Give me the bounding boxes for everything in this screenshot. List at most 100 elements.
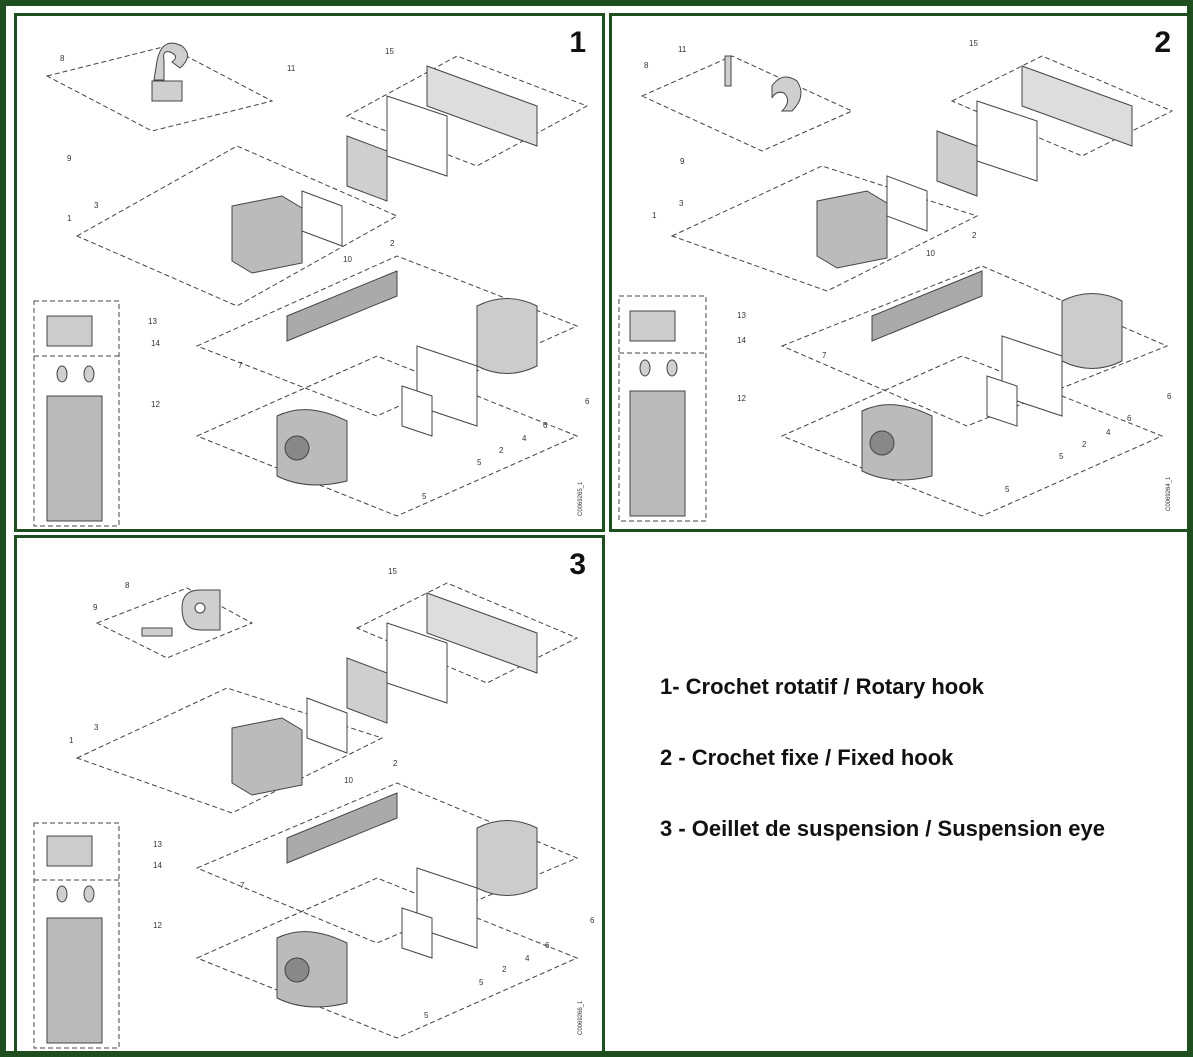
legend: 1- Crochet rotatif / Rotary hook 2 - Cro… — [660, 672, 1180, 885]
callout-14: 14 — [151, 339, 160, 348]
callout-12: 12 — [151, 400, 160, 409]
panel-number: 2 — [1154, 26, 1171, 59]
callout-12: 12 — [737, 394, 746, 403]
column-outline — [33, 822, 120, 1049]
drawing-ref-code: C0069264_1 — [1166, 476, 1172, 511]
hook-group-outline — [45, 45, 274, 132]
callout-9: 9 — [680, 157, 685, 166]
end-cover-part — [476, 820, 538, 896]
callout-7: 7 — [238, 361, 243, 370]
housing-outline — [75, 687, 384, 814]
exploded-view-diagram: 8 9 11 15 1 3 2 10 7 13 14 12 6 6 4 2 5 … — [33, 42, 590, 527]
end-cover-part — [1061, 293, 1123, 369]
diagram-panel-1: 1 — [14, 13, 605, 532]
pin-part — [724, 55, 732, 87]
callout-1: 1 — [652, 211, 657, 220]
callout-4: 4 — [522, 434, 527, 443]
gasket-part — [386, 95, 448, 177]
bracket-part — [936, 130, 978, 197]
rail-part — [286, 270, 398, 342]
rail-part — [871, 270, 983, 342]
drawing-ref-code: C0069266_1 — [578, 1000, 584, 1035]
hook-mount-part — [151, 80, 183, 102]
end-cap-part — [426, 65, 538, 147]
callout-3: 3 — [94, 201, 99, 210]
end-cap-outline — [355, 582, 579, 684]
callout-2: 2 — [390, 239, 395, 248]
motor-cover-part — [276, 409, 348, 486]
callout-13: 13 — [148, 317, 157, 326]
bottom-outline — [780, 355, 1164, 517]
callout-11: 11 — [678, 45, 687, 54]
callout-5b: 5 — [424, 1011, 429, 1020]
panel-number: 1 — [569, 26, 586, 59]
callout-6b: 6 — [1127, 414, 1132, 423]
callout-8: 8 — [125, 581, 130, 590]
legend-item-rotary-hook: 1- Crochet rotatif / Rotary hook — [660, 674, 984, 699]
eye-pin-part — [141, 627, 173, 637]
bracket-part — [346, 135, 388, 202]
column-bracket-part — [46, 315, 93, 347]
callout-15: 15 — [385, 47, 394, 56]
callout-2: 2 — [972, 231, 977, 240]
column-outline — [33, 300, 120, 527]
end-cap-part — [426, 592, 538, 674]
callout-6b: 6 — [543, 421, 548, 430]
rail-part — [286, 792, 398, 864]
legend-item-suspension-eye: 3 - Oeillet de suspension / Suspension e… — [660, 816, 1106, 841]
callout-9: 9 — [93, 603, 98, 612]
housing-outline — [75, 145, 399, 307]
end-cover-part — [476, 298, 538, 374]
callout-5b: 5 — [1005, 485, 1010, 494]
motor-cover-part — [276, 931, 348, 1008]
rail-outline — [195, 255, 579, 417]
callout-6a: 6 — [585, 397, 590, 406]
callout-1: 1 — [69, 736, 74, 745]
end-cap-part — [1021, 65, 1133, 147]
fixed-hook-part — [771, 76, 802, 112]
hook-group-outline — [640, 55, 854, 152]
callout-6a: 6 — [1167, 392, 1172, 401]
drawing-ref-code: C0069265_1 — [578, 481, 584, 516]
eye-group-outline — [95, 587, 254, 659]
callout-13: 13 — [153, 840, 162, 849]
column-part — [629, 390, 686, 517]
rotary-hook-part — [153, 42, 188, 81]
callout-5a: 5 — [477, 458, 482, 467]
diagram-panel-3: 3 — [14, 535, 605, 1054]
callout-14: 14 — [737, 336, 746, 345]
callout-7: 7 — [240, 881, 245, 890]
housing-outline — [670, 165, 979, 292]
housing-block-part — [816, 190, 888, 269]
column-part — [46, 917, 103, 1044]
housing-block-part — [231, 717, 303, 796]
callout-4: 4 — [1106, 428, 1111, 437]
callout-13: 13 — [737, 311, 746, 320]
panel-number: 3 — [569, 548, 586, 581]
callout-2b: 2 — [499, 446, 504, 455]
bottom-outline — [195, 355, 579, 517]
callout-9: 9 — [67, 154, 72, 163]
callout-11: 11 — [287, 64, 296, 73]
bracket-part — [346, 657, 388, 724]
gasket-part — [976, 100, 1038, 182]
callout-10: 10 — [926, 249, 935, 258]
diagram-panel-2: 2 — [609, 13, 1190, 532]
callout-7: 7 — [822, 351, 827, 360]
callout-15: 15 — [388, 567, 397, 576]
legend-item-fixed-hook: 2 - Crochet fixe / Fixed hook — [660, 745, 954, 770]
callout-10: 10 — [344, 776, 353, 785]
exploded-view-diagram: 8 9 11 15 1 3 2 10 7 13 14 12 6 6 4 2 5 … — [618, 39, 1174, 522]
callout-14: 14 — [153, 861, 162, 870]
rail-outline — [195, 782, 579, 944]
end-cap-outline — [950, 55, 1174, 157]
column-outline — [618, 295, 707, 522]
callout-2: 2 — [393, 759, 398, 768]
callout-8: 8 — [60, 54, 65, 63]
exploded-view-diagram: 8 9 15 1 3 2 10 7 13 14 12 6 6 4 2 5 5 C… — [33, 567, 595, 1049]
callout-15: 15 — [969, 39, 978, 48]
housing-block-part — [231, 195, 303, 274]
rail-outline — [780, 265, 1169, 427]
callout-6a: 6 — [590, 916, 595, 925]
